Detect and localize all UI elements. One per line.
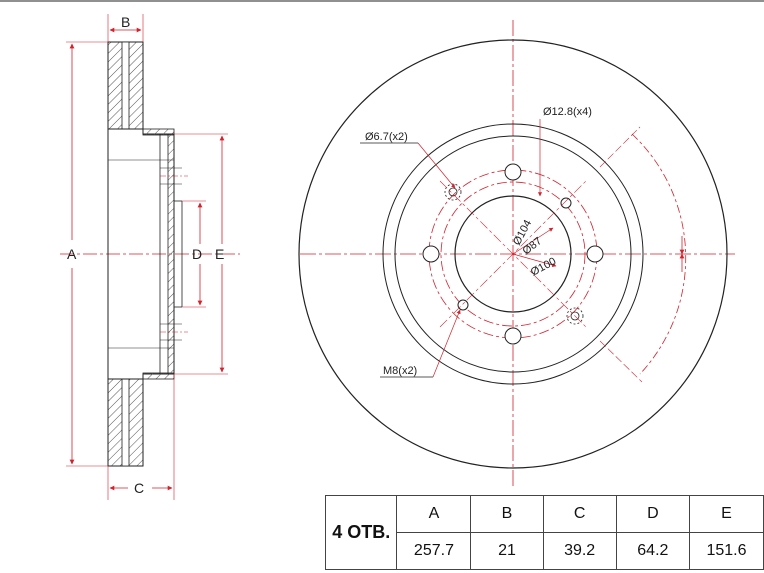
value-cell-c: 39.2 [542, 532, 617, 570]
header-cell-b: B [470, 495, 544, 533]
value-cell-d: 64.2 [615, 532, 690, 570]
value-cell-b: 21 [470, 532, 544, 570]
table-header-row: 4 ОТВ. A B C D E [324, 495, 764, 570]
callout-thread: M8(x2) [383, 365, 417, 377]
dim-label-e: E [215, 246, 224, 262]
header-cell-e: E [688, 495, 764, 533]
callout-hole-large: Ø12.8(x4) [543, 106, 592, 118]
header-cell-c: C [542, 495, 617, 533]
value-cell-a: 257.7 [396, 532, 472, 570]
callout-hole-small: Ø6.7(x2) [365, 131, 408, 143]
table-value-row: 257.7 21 39.2 64.2 151.6 [326, 532, 764, 570]
dim-hub: Ø100 [529, 255, 558, 278]
dim-label-c: C [134, 480, 144, 496]
dim-label-a: A [67, 246, 77, 262]
front-view: Ø12.8(x4) Ø6.7(x2) M8(x2) Ø104 Ø87 Ø100 [298, 20, 735, 488]
value-cell-e: 151.6 [688, 532, 764, 570]
header-cell-a: A [396, 495, 472, 533]
holes-count: 4 ОТВ. [324, 495, 398, 570]
dim-label-d: D [192, 246, 202, 262]
side-view: A B C D E [60, 14, 240, 500]
dim-label-b: B [121, 14, 130, 30]
header-cell-d: D [615, 495, 690, 533]
spec-table: 4 ОТВ. A B C D E 257.7 21 39.2 64.2 151.… [324, 495, 764, 570]
